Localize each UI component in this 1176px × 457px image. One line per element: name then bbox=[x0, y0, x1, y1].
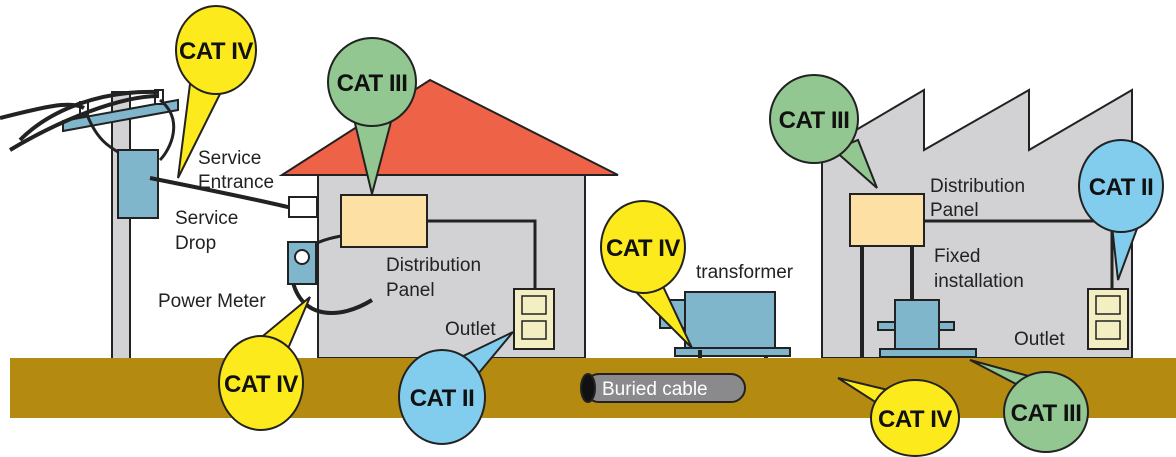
house-outlet-label: Outlet bbox=[445, 319, 496, 340]
cat-iv-bubble-transformer: CAT IV bbox=[600, 200, 693, 349]
house-distribution-panel bbox=[340, 194, 428, 248]
pole-transformer-box bbox=[117, 149, 159, 219]
cat-iv-bubble-buried-cable: CAT IV bbox=[837, 377, 960, 457]
cat-ii-house-outlet-text: CAT II bbox=[410, 385, 475, 412]
cat-iii-house-panel-text: CAT III bbox=[337, 70, 408, 97]
factory-outlet bbox=[1087, 288, 1129, 350]
service-drop-cable bbox=[149, 176, 293, 210]
cat-iv-transformer-text: CAT IV bbox=[606, 235, 680, 262]
cat-ii-factory-outlet-text: CAT II bbox=[1089, 174, 1154, 201]
buried-cable bbox=[580, 373, 746, 403]
service-entrance-label-line2: Entrance bbox=[198, 172, 274, 193]
house bbox=[278, 78, 619, 359]
fixed-installation bbox=[877, 299, 977, 358]
power-meter bbox=[287, 241, 317, 285]
factory-panel-label-line2: Panel bbox=[930, 200, 979, 221]
house-outlet bbox=[513, 288, 555, 350]
factory-distribution-panel bbox=[849, 193, 925, 247]
cat-iv-buried-cable-text: CAT IV bbox=[878, 406, 952, 433]
service-drop-label-line2: Drop bbox=[175, 233, 216, 254]
cat-iv-bubble-meter: CAT IV bbox=[218, 296, 311, 431]
cat-iv-bubble-pole: CAT IV bbox=[175, 5, 257, 179]
transformer-label: transformer bbox=[696, 262, 794, 283]
cat-ii-bubble-factory-outlet: CAT II bbox=[1078, 139, 1164, 281]
service-drop-label-line1: Service bbox=[175, 208, 238, 229]
cat-iv-meter-text: CAT IV bbox=[224, 371, 298, 398]
factory-outlet-label: Outlet bbox=[1014, 329, 1065, 350]
cat-iii-fixed-installation-text: CAT III bbox=[1011, 400, 1082, 427]
cat-iii-bubble-fixed-installation: CAT III bbox=[969, 359, 1089, 453]
service-entrance-label-line1: Service bbox=[198, 148, 261, 169]
fixed-installation-label-line2: installation bbox=[934, 271, 1024, 292]
house-panel-wire bbox=[427, 219, 537, 290]
utility-pole bbox=[0, 89, 179, 361]
cat-ii-bubble-house-outlet: CAT II bbox=[398, 331, 514, 445]
cat-iii-bubble-factory-panel: CAT III bbox=[769, 74, 878, 189]
cat-iii-bubble-house-panel: CAT III bbox=[327, 37, 417, 195]
buried-cable-label: Buried cable bbox=[602, 379, 708, 400]
meter-to-panel-loop bbox=[290, 277, 374, 315]
cat-iv-pole-text: CAT IV bbox=[179, 38, 253, 65]
cat-iii-factory-panel-text: CAT III bbox=[779, 107, 850, 134]
factory-panel-label-line1: Distribution bbox=[930, 176, 1025, 197]
power-meter-label: Power Meter bbox=[158, 291, 266, 312]
fixed-installation-label-line1: Fixed bbox=[934, 246, 980, 267]
house-panel-label-line1: Distribution bbox=[386, 255, 481, 276]
house-panel-label-line2: Panel bbox=[386, 280, 435, 301]
